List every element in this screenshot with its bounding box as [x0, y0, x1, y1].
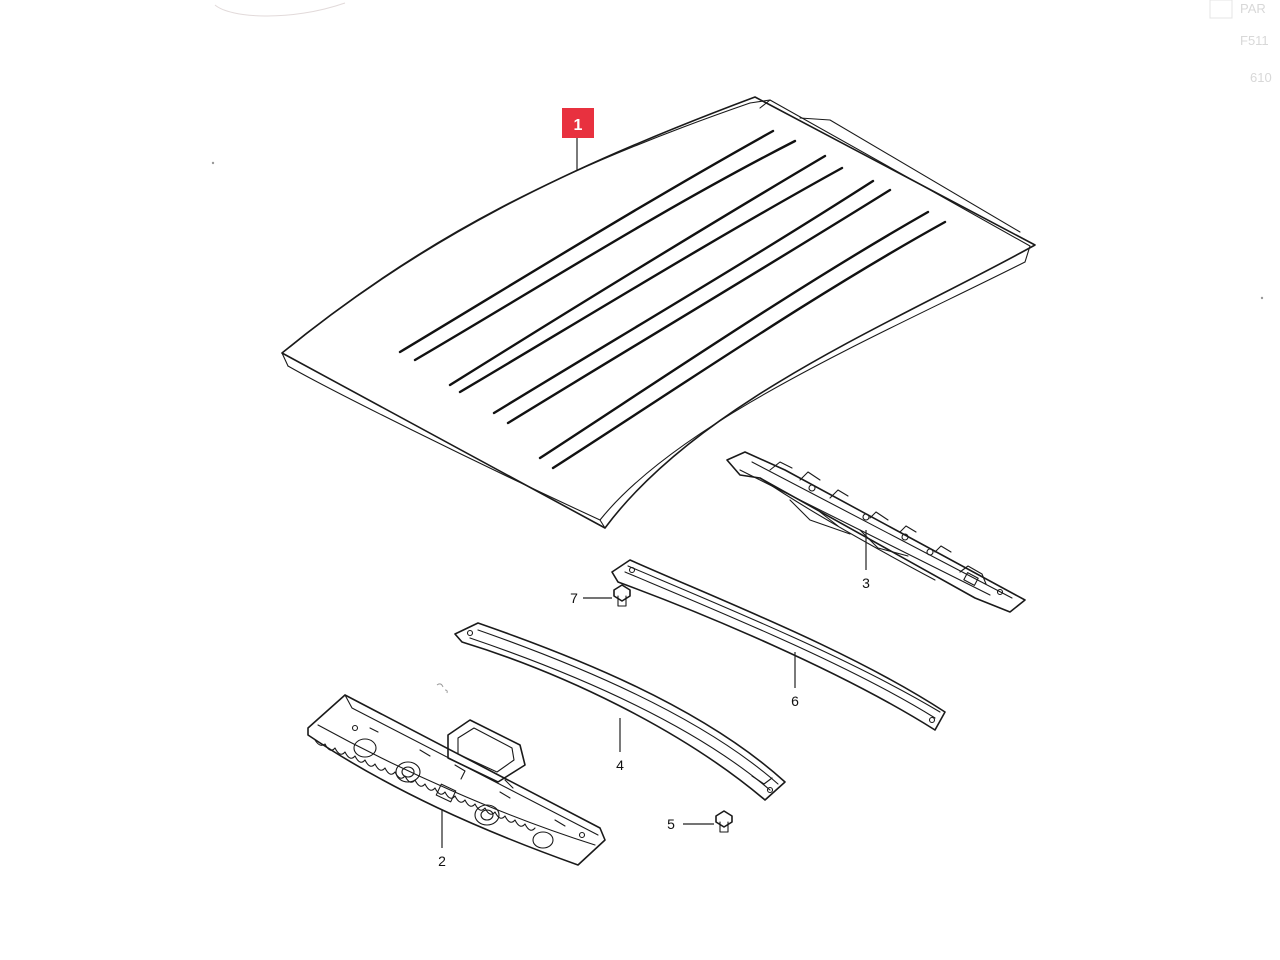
callout-1[interactable]: 1 [562, 108, 594, 170]
roof-bow-rear [611, 559, 946, 731]
callout-7[interactable]: 7 [570, 590, 612, 606]
roof-panel [281, 96, 1036, 529]
callout-6-label: 6 [791, 693, 799, 709]
front-roof-header-rail [307, 694, 606, 866]
corner-text-2: F511 [1240, 33, 1269, 48]
callout-6[interactable]: 6 [791, 652, 799, 709]
corner-text-1: PAR [1240, 1, 1266, 16]
callout-2[interactable]: 2 [438, 810, 446, 869]
bolt-5 [715, 810, 733, 833]
bolt-7 [613, 584, 631, 607]
scan-dot [211, 161, 215, 165]
callout-5[interactable]: 5 [667, 816, 714, 832]
callout-7-label: 7 [570, 590, 578, 606]
scan-smudge [214, 2, 346, 17]
roof-bow-front [454, 622, 786, 801]
scan-dot [1260, 296, 1264, 300]
corner-text-3: 610 [1250, 70, 1272, 85]
callout-4-label: 4 [616, 757, 624, 773]
callout-2-label: 2 [438, 853, 446, 869]
callout-4[interactable]: 4 [616, 718, 624, 773]
scan-dot [436, 683, 448, 694]
corner-header-fragment: PAR F511 610 [1209, 0, 1272, 85]
rear-roof-header-rail [726, 451, 1026, 613]
callout-1-box[interactable] [562, 108, 594, 138]
callout-5-label: 5 [667, 816, 675, 832]
callout-3-label: 3 [862, 575, 870, 591]
callout-3[interactable]: 3 [862, 530, 870, 591]
callout-1-label: 1 [574, 117, 583, 134]
